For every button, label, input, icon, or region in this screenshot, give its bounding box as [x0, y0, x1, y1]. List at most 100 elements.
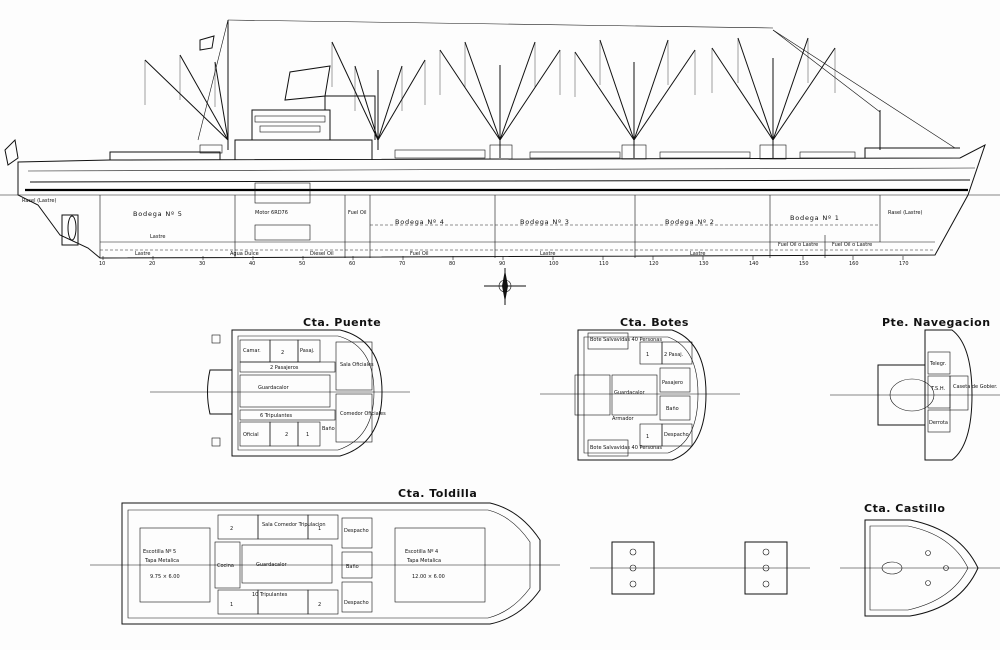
- compass-rose-icon: [484, 268, 526, 305]
- derrick-boom: [499, 41, 536, 141]
- rasel-fwd-label: Rasel (Lastre): [888, 210, 922, 216]
- derrick-boom: [772, 37, 809, 141]
- derrick-boom: [179, 54, 229, 141]
- bottom-tank-6: Lastre: [690, 251, 705, 257]
- nav-derrota: Derrota: [929, 420, 948, 426]
- frame-number: 90: [499, 261, 505, 267]
- derrick-boom: [574, 51, 635, 141]
- toldilla-one-top: 1: [318, 526, 321, 532]
- nav-tsh: T.S.H.: [930, 386, 945, 392]
- puente-two-bottom: 2: [285, 432, 288, 438]
- botes-one-bottom: 1: [646, 434, 649, 440]
- toldilla-tripulantes: 10 Tripulantes: [252, 592, 288, 598]
- frame-number: 100: [549, 261, 559, 267]
- derrick-boom: [633, 49, 696, 141]
- hold-label-3: Bodega Nº 3: [520, 218, 570, 226]
- frame-number: 140: [749, 261, 759, 267]
- toldilla-sala-comedor: Sala Comedor Tripulacion: [262, 522, 326, 528]
- frame-number: 20: [149, 261, 155, 267]
- frame-number: 120: [649, 261, 659, 267]
- puente-pasajeros: 2 Pasajeros: [270, 365, 299, 371]
- bottom-tank-5: Lastre: [540, 251, 555, 257]
- hold-label-5: Bodega Nº 5: [133, 210, 183, 218]
- puente-title: Cta. Puente: [303, 316, 381, 329]
- toldilla-two-bottom: 2: [318, 602, 321, 608]
- toldilla-bano: Baño: [346, 564, 359, 570]
- engine-label: Motor 6RD76: [255, 210, 288, 216]
- hold-label-1: Bodega Nº 1: [790, 214, 840, 222]
- derrick-boom: [599, 39, 635, 141]
- derrick-boom: [377, 59, 426, 141]
- toldilla-escotilla4-dim: 12.00 × 6.00: [412, 574, 445, 580]
- puente-comedor-oficiales: Comedor Oficiales: [340, 411, 386, 417]
- puente-one-bottom: 1: [306, 432, 309, 438]
- frame-number: 170: [899, 261, 909, 267]
- frame-number-row: 10 20 30 40 50 60 70 80 90 100 110 120 130 140 150 160 1…: [99, 261, 909, 267]
- toldilla-cocina: Cocina: [217, 563, 234, 569]
- derrick-boom: [464, 41, 501, 141]
- derrick-boom: [633, 39, 669, 141]
- derrick-boom: [354, 65, 379, 141]
- hold-label-2: Bodega Nº 2: [665, 218, 715, 226]
- frame-number: 150: [799, 261, 809, 267]
- puente-bano: Baño: [322, 426, 335, 432]
- toldilla-escotilla4-sub: Tapa Metalica: [406, 558, 441, 564]
- toldilla-escotilla5-sub: Tapa Metalica: [144, 558, 179, 564]
- toldilla-one-bottom: 1: [230, 602, 233, 608]
- bottom-tank-2: Agua Dulce: [230, 251, 259, 257]
- derrick-boom: [711, 47, 774, 141]
- toldilla-two-top: 2: [230, 526, 233, 532]
- castillo-title: Cta. Castillo: [864, 502, 945, 515]
- toldilla-despacho-bottom: Despacho: [344, 600, 369, 606]
- toldilla-escotilla5: Escotilla Nº 5: [143, 549, 176, 555]
- frame-number: 110: [599, 261, 609, 267]
- fuel-fwd-1: Fuel Oil o Lastre: [778, 242, 818, 248]
- toldilla-despacho-top: Despacho: [344, 528, 369, 534]
- derrick-boom: [377, 65, 403, 141]
- botes-bote-bottom: Bote Salvavidas 40 Personas: [590, 445, 662, 451]
- frame-number: 80: [449, 261, 455, 267]
- botes-title: Cta. Botes: [620, 316, 689, 329]
- frame-number: 60: [349, 261, 355, 267]
- toldilla-guardacalor: Guardacalor: [256, 562, 288, 568]
- hatch-covers: [590, 541, 810, 595]
- rasel-aft-label: Rasel (Lastre): [22, 198, 56, 204]
- frame-number: 10: [99, 261, 105, 267]
- toldilla-title: Cta. Toldilla: [398, 487, 477, 500]
- derrick-boom: [772, 47, 836, 141]
- frame-number: 160: [849, 261, 859, 267]
- puente-pasaj: Pasaj.: [300, 348, 315, 354]
- frame-number: 50: [299, 261, 305, 267]
- fuel-oil-label: Fuel Oil: [348, 210, 367, 216]
- botes-one-top: 1: [646, 352, 649, 358]
- derrick-boom: [737, 37, 774, 141]
- frame-number: 130: [699, 261, 709, 267]
- botes-pasaj: 2 Pasaj.: [664, 352, 684, 358]
- lastre-aft-label: Lastre: [150, 234, 165, 240]
- fuel-fwd-2: Fuel Oil o Lastre: [832, 242, 872, 248]
- frame-number: 30: [199, 261, 205, 267]
- botes-bano: Baño: [666, 406, 679, 412]
- botes-guardacalor: Guardacalor: [614, 390, 646, 396]
- botes-bote-top: Bote Salvavidas 40 Personas: [590, 337, 662, 343]
- bottom-tank-3: Diesel Oil: [310, 251, 334, 257]
- frame-number: 40: [249, 261, 255, 267]
- nav-telegr: Telegr.: [929, 361, 947, 367]
- puente-sala-oficiales: Sala Oficiales: [340, 362, 374, 368]
- deck-plan-castillo: Cta. Castillo: [840, 502, 1000, 617]
- deck-plan-puente: Cta. Puente Guardacalor 2 Pasajeros 6 Tr…: [150, 316, 410, 457]
- puente-camar: Camar.: [243, 348, 261, 354]
- frame-number: 70: [399, 261, 405, 267]
- toldilla-escotilla5-dim: 9.75 × 6.00: [150, 574, 180, 580]
- hold-label-4: Bodega Nº 4: [395, 218, 445, 226]
- botes-pasajero: Pasajero: [662, 380, 683, 386]
- puente-tripulantes: 6 Tripulantes: [260, 413, 293, 419]
- navegacion-title: Pte. Navegacion: [882, 316, 991, 329]
- puente-oficial: Oficial: [243, 432, 259, 438]
- deck-plan-botes: Cta. Botes Bote Salvavidas 40 Personas B…: [540, 316, 740, 461]
- nav-caseta: Caseta de Gobier.: [953, 384, 998, 390]
- derrick-boom: [144, 59, 229, 141]
- bottom-tank-4: Fuel Oil: [410, 251, 429, 257]
